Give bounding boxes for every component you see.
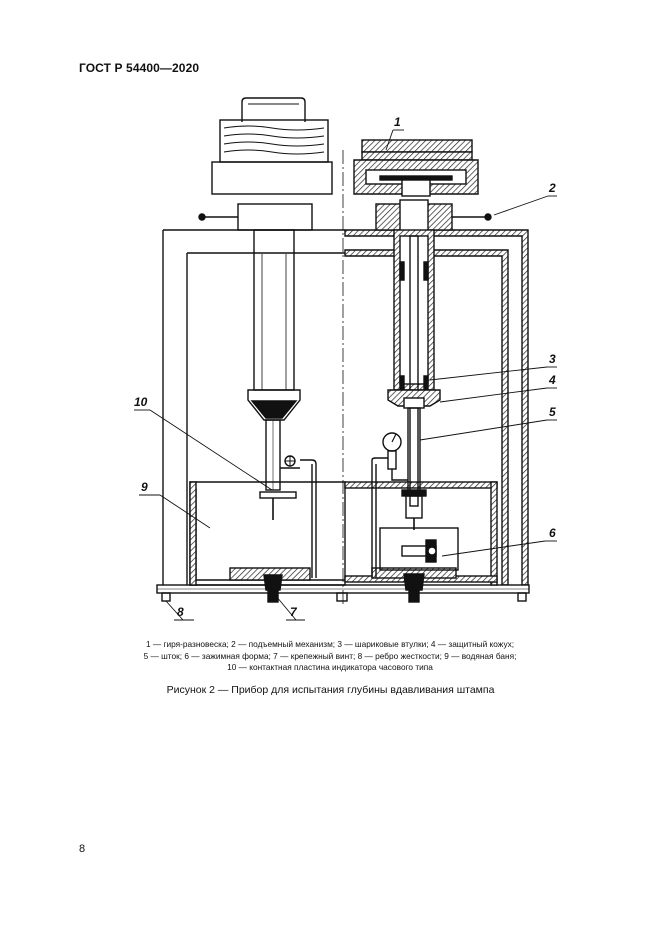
right-weight-top [361,139,473,153]
left-cone [247,389,301,421]
document-header: ГОСТ Р 54400—2020 [79,61,200,75]
label-3: 3 [549,352,556,366]
frame-outer [162,229,345,585]
right-lifting-knob [484,213,492,221]
left-weight-stack [219,119,329,163]
label-4: 4 [548,373,556,387]
left-lifting-knob [198,213,206,221]
left-weight-handle [241,97,306,122]
contact-plate [259,491,297,499]
label-10: 10 [134,395,148,409]
label-7: 7 [290,605,298,619]
left-rod-upper [253,229,295,391]
apparatus-diagram: 1 2 3 4 5 6 7 8 9 10 [134,97,557,621]
label-1: 1 [394,115,401,129]
label-5: 5 [549,405,556,419]
legend-line-3: 10 — контактная пластина индикатора часо… [227,662,433,672]
clamping-form [379,527,459,571]
figure-caption: Рисунок 2 — Прибор для испытания глубины… [166,684,495,696]
label-6: 6 [549,526,556,540]
label-8: 8 [177,605,184,619]
page-number: 8 [79,843,86,855]
label-9: 9 [141,480,148,494]
stiffener-right [517,592,527,602]
figure-legend: 1 — гиря-разновеска; 2 — подъемный механ… [95,639,565,674]
label-2: 2 [548,181,556,195]
left-weight-base [211,161,333,195]
legend-line-2: 5 — шток; 6 — зажимная форма; 7 — крепеж… [143,650,517,661]
stiffener-left [161,592,171,602]
left-lifting-block [237,203,313,231]
legend-line-1: 1 — гиря-разновеска; 2 — подъемный механ… [145,639,515,649]
